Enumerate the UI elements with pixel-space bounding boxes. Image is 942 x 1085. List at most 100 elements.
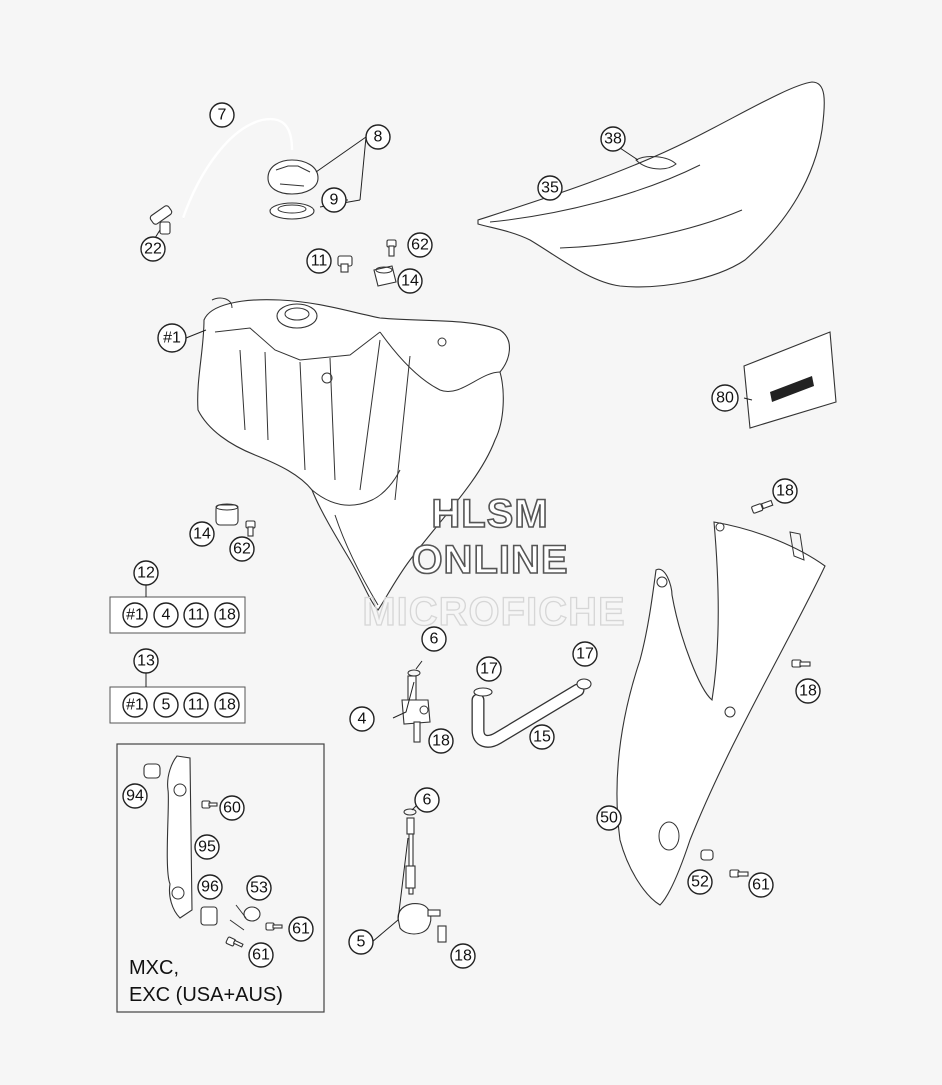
callout-6-lower: 6 bbox=[414, 787, 440, 813]
callout-61-box-right: 61 bbox=[288, 916, 314, 942]
callout-38: 38 bbox=[600, 126, 626, 152]
callout-17-right: 17 bbox=[572, 641, 598, 667]
callout-17-left: 17 bbox=[476, 656, 502, 682]
callout-62-top: 62 bbox=[407, 232, 433, 258]
fuel-hose bbox=[471, 678, 592, 748]
svg-text:38: 38 bbox=[604, 131, 622, 148]
box-note-line1: MXC, bbox=[129, 957, 179, 979]
tank-spoiler bbox=[616, 521, 826, 906]
callout-52: 52 bbox=[687, 869, 713, 895]
fuel-tap-upper bbox=[401, 669, 431, 743]
watermark-line3: MICROFICHE bbox=[362, 590, 625, 634]
svg-text:62: 62 bbox=[233, 541, 251, 558]
tank-mount-screws-top bbox=[337, 239, 397, 287]
svg-text:11: 11 bbox=[188, 697, 205, 714]
svg-text:#1: #1 bbox=[126, 697, 144, 714]
callout-6-upper: 6 bbox=[421, 626, 447, 652]
svg-text:22: 22 bbox=[144, 241, 162, 258]
callout-62-mid: 62 bbox=[229, 536, 255, 562]
callout-18-tap-upper: 18 bbox=[428, 728, 454, 754]
svg-text:6: 6 bbox=[430, 631, 439, 648]
svg-text:7: 7 bbox=[218, 107, 227, 124]
svg-text:95: 95 bbox=[198, 839, 216, 856]
svg-text:18: 18 bbox=[218, 697, 236, 714]
svg-text:17: 17 bbox=[576, 646, 594, 663]
kit13-item: 11 bbox=[183, 692, 209, 718]
box-note-line2: EXC (USA+AUS) bbox=[129, 984, 283, 1006]
kit13-item: #1 bbox=[122, 692, 148, 718]
svg-text:6: 6 bbox=[423, 792, 432, 809]
callout-11-top: 11 bbox=[306, 248, 332, 274]
callout-22: 22 bbox=[140, 236, 166, 262]
callout-12: 12 bbox=[133, 560, 159, 586]
svg-text:#1: #1 bbox=[163, 330, 181, 347]
kit12-item: 11 bbox=[183, 602, 209, 628]
callout-61-spoiler: 61 bbox=[748, 872, 774, 898]
svg-text:61: 61 bbox=[292, 921, 310, 938]
callout-18-spoiler-mid: 18 bbox=[795, 678, 821, 704]
breather-valve bbox=[149, 205, 173, 235]
tank-decal bbox=[743, 331, 837, 429]
callout-labels: 7 8 9 22 38 35 11 62 14 #1 80 18 14 62 1… bbox=[122, 102, 821, 969]
mxc-exc-inset-box: MXC, EXC (USA+AUS) bbox=[116, 743, 325, 1013]
svg-text:5: 5 bbox=[162, 697, 171, 714]
svg-text:4: 4 bbox=[358, 711, 367, 728]
svg-text:18: 18 bbox=[218, 607, 236, 624]
svg-text:11: 11 bbox=[311, 253, 328, 270]
svg-text:96: 96 bbox=[201, 879, 219, 896]
kit12-item: 4 bbox=[153, 602, 179, 628]
svg-text:18: 18 bbox=[454, 948, 472, 965]
svg-text:18: 18 bbox=[799, 683, 817, 700]
watermark-line2: ONLINE bbox=[411, 538, 568, 582]
svg-text:#1: #1 bbox=[126, 607, 144, 624]
callout-9: 9 bbox=[321, 187, 347, 213]
svg-text:11: 11 bbox=[188, 607, 205, 624]
svg-text:53: 53 bbox=[250, 880, 268, 897]
svg-text:14: 14 bbox=[401, 273, 419, 290]
svg-text:5: 5 bbox=[357, 934, 366, 951]
kit13-item: 18 bbox=[214, 692, 240, 718]
callout-61-box-lower: 61 bbox=[248, 942, 274, 968]
callout-7: 7 bbox=[209, 102, 235, 128]
svg-text:62: 62 bbox=[411, 237, 429, 254]
svg-text:52: 52 bbox=[691, 874, 709, 891]
spoiler-screws bbox=[700, 499, 811, 878]
callout-14-top: 14 bbox=[397, 268, 423, 294]
callout-4: 4 bbox=[349, 706, 375, 732]
kit-12-contents: #1 4 11 18 bbox=[122, 602, 240, 628]
kit-13-contents: #1 5 11 18 bbox=[122, 692, 240, 718]
callout-96: 96 bbox=[197, 874, 223, 900]
callout-60: 60 bbox=[219, 795, 245, 821]
svg-text:94: 94 bbox=[126, 788, 144, 805]
fuel-tap-lower bbox=[397, 808, 447, 943]
callout-1-tank: #1 bbox=[157, 323, 187, 353]
svg-text:9: 9 bbox=[330, 192, 339, 209]
svg-text:18: 18 bbox=[776, 483, 794, 500]
svg-text:15: 15 bbox=[533, 729, 551, 746]
kit12-item: 18 bbox=[214, 602, 240, 628]
callout-15: 15 bbox=[529, 724, 555, 750]
callout-95: 95 bbox=[194, 834, 220, 860]
svg-text:17: 17 bbox=[480, 661, 498, 678]
fuel-tank-cap bbox=[267, 159, 319, 220]
callout-50: 50 bbox=[596, 805, 622, 831]
callout-94: 94 bbox=[122, 783, 148, 809]
svg-text:4: 4 bbox=[162, 607, 171, 624]
callout-14-mid: 14 bbox=[189, 521, 215, 547]
watermark: HLSM ONLINE MICROFICHE bbox=[362, 491, 626, 634]
callout-13: 13 bbox=[133, 648, 159, 674]
svg-text:80: 80 bbox=[716, 390, 734, 407]
svg-text:18: 18 bbox=[432, 733, 450, 750]
callout-5: 5 bbox=[348, 929, 374, 955]
svg-text:12: 12 bbox=[137, 565, 155, 582]
callout-53: 53 bbox=[246, 875, 272, 901]
seat bbox=[477, 81, 825, 288]
fuel-breather-hose bbox=[181, 117, 294, 219]
svg-text:60: 60 bbox=[223, 800, 241, 817]
watermark-line1: HLSM bbox=[431, 492, 548, 536]
callout-18-tap-lower: 18 bbox=[450, 943, 476, 969]
fuel-tank bbox=[197, 297, 510, 611]
svg-text:61: 61 bbox=[252, 947, 270, 964]
callout-35: 35 bbox=[537, 175, 563, 201]
